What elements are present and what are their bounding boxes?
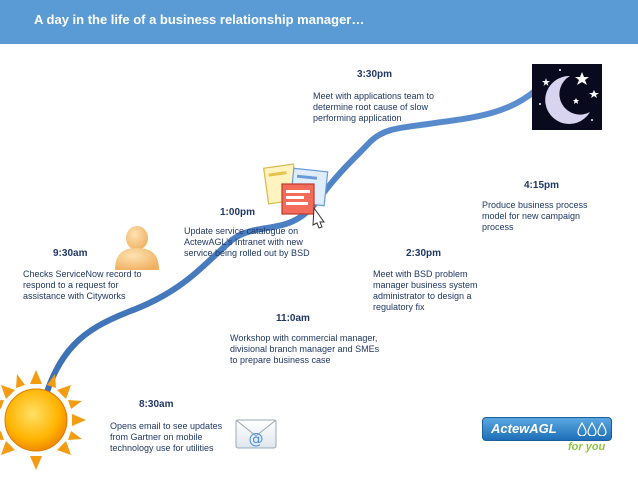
logo-name: ActewAGL — [491, 421, 557, 436]
event-description: Meet with BSD problem manager business s… — [373, 269, 478, 312]
sun-icon — [0, 370, 86, 470]
event-time: 2:30pm — [406, 248, 442, 259]
moon-icon — [532, 64, 602, 130]
event-time: 1:00pm — [220, 207, 256, 218]
logo-tagline: for you — [568, 441, 606, 453]
event-description: Meet with applications team to determine… — [313, 91, 435, 123]
event-description: Checks ServiceNow record to respond to a… — [23, 269, 142, 301]
event-description: Produce business process model for new c… — [482, 200, 588, 232]
actewagl-logo: ActewAGL for you — [482, 413, 614, 453]
event-time: 11:0am — [276, 313, 310, 324]
event-description: Opens email to see updates from Gartner … — [110, 421, 223, 453]
page-title: A day in the life of a business relation… — [34, 12, 365, 27]
timeline-path — [39, 87, 539, 411]
documents-icon — [262, 163, 329, 229]
person-icon — [115, 226, 159, 270]
event-description: Update service catalogue on ActewAGL’s I… — [184, 226, 310, 258]
event-time: 4:15pm — [524, 180, 560, 191]
event-time: 9:30am — [53, 248, 88, 259]
email-at-symbol: @ — [249, 430, 264, 448]
event-time: 8:30am — [139, 399, 174, 410]
event-time: 3:30pm — [357, 69, 393, 80]
logo-bar: ActewAGL — [482, 417, 612, 441]
email-icon: @ — [235, 419, 277, 449]
header-bar: A day in the life of a business relation… — [0, 0, 638, 44]
event-description: Workshop with commercial manager, divisi… — [230, 333, 380, 365]
droplets-icon — [577, 422, 607, 436]
